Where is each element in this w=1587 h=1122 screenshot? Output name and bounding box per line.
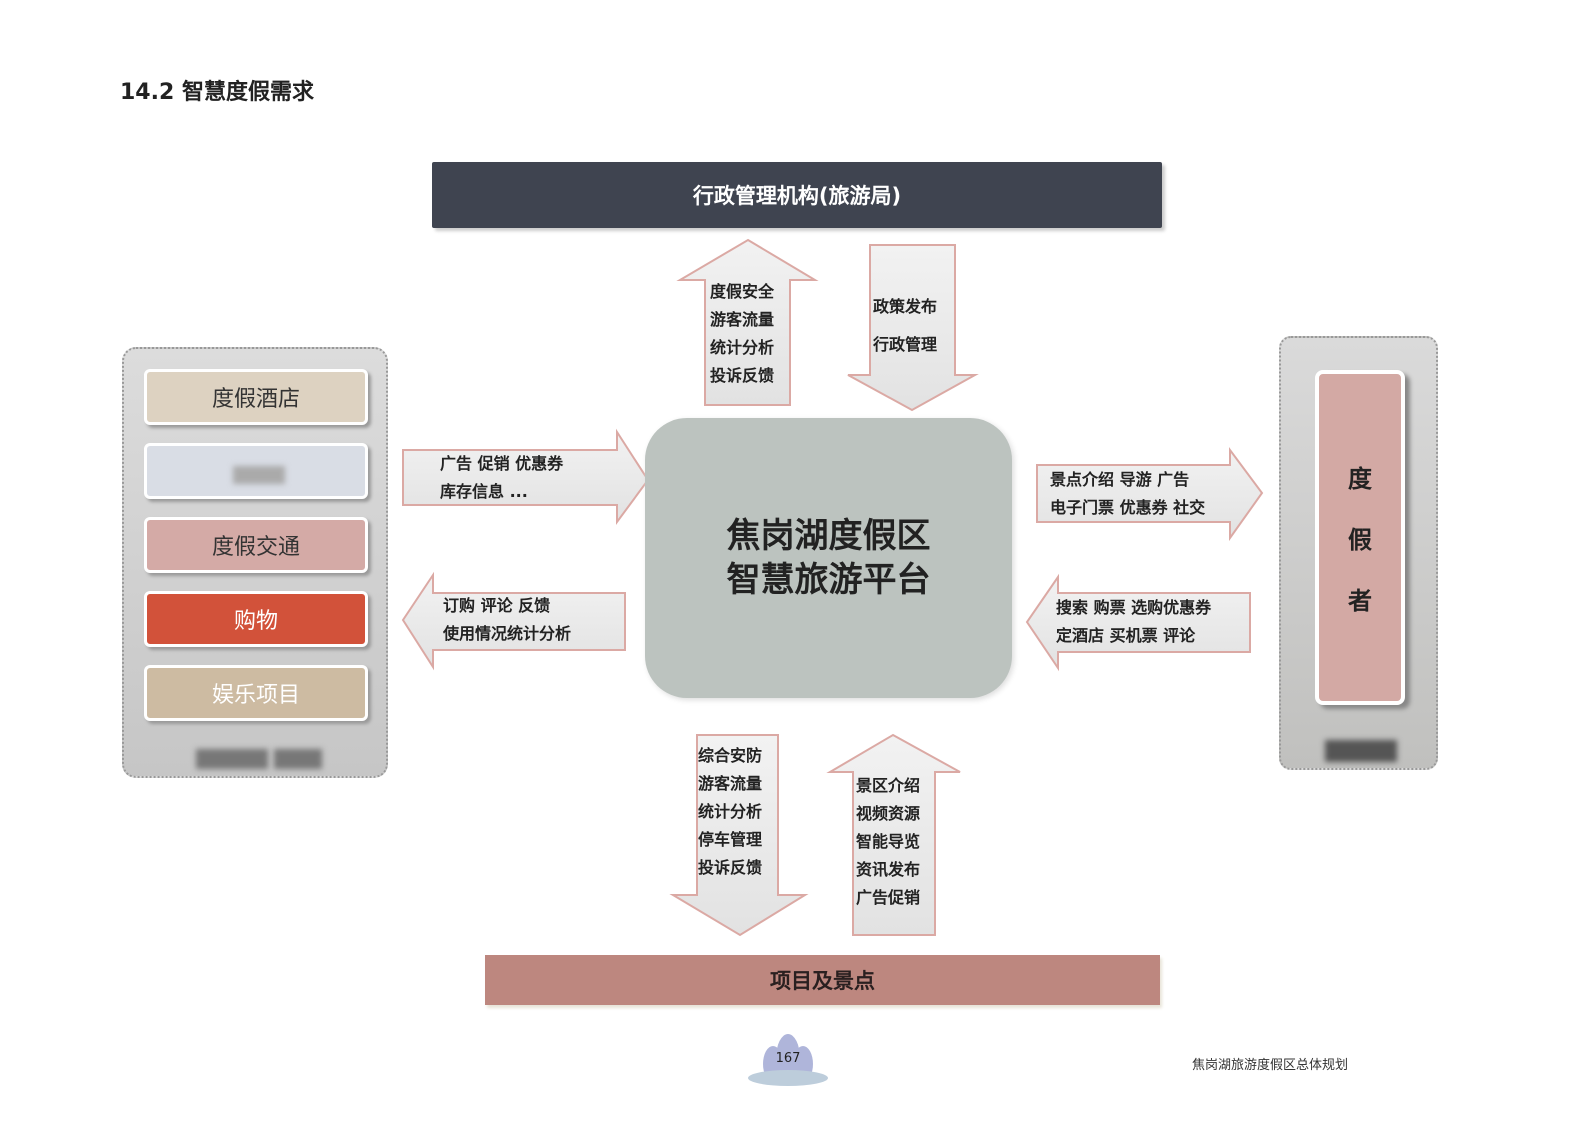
bottom-up-arrow-labels: 景区介绍 视频资源 智能导览 资讯发布 广告促销 xyxy=(856,772,920,912)
label: 使用情况统计分析 xyxy=(443,624,572,643)
left-in-arrow-labels: 广告 促销 优惠券 库存信息 ... xyxy=(440,450,563,506)
label: 综合安防 xyxy=(698,746,763,765)
top-down-arrow xyxy=(847,244,979,412)
vacationer-panel: 度 假 者 xyxy=(1279,336,1438,770)
label: 广告促销 xyxy=(856,888,921,907)
top-down-arrow-labels: 政策发布 行政管理 xyxy=(873,288,937,364)
label: 订购 评论 反馈 xyxy=(443,596,551,615)
left-out-arrow xyxy=(401,571,626,671)
platform-title-line1: 焦岗湖度假区 xyxy=(726,516,931,556)
label: 广告 促销 优惠券 xyxy=(440,454,564,473)
lotus-icon xyxy=(748,1034,828,1086)
top-up-arrow-labels: 度假安全 游客流量 统计分析 投诉反馈 xyxy=(710,278,774,390)
label: 度假安全 xyxy=(710,282,775,301)
label: 景点介绍 导游 广告 xyxy=(1050,470,1190,489)
label: 景区介绍 xyxy=(856,776,921,795)
blurred-caption xyxy=(1325,740,1397,762)
blurred-label xyxy=(233,466,285,484)
label: 资讯发布 xyxy=(856,860,921,879)
label: 投诉反馈 xyxy=(710,366,775,385)
vacationer-char: 假 xyxy=(1348,526,1372,554)
bottom-down-arrow xyxy=(669,734,809,937)
top-up-arrow xyxy=(676,238,819,406)
label: 行政管理 xyxy=(873,335,938,354)
label: 统计分析 xyxy=(710,338,775,357)
section-title: 14.2 智慧度假需求 xyxy=(120,80,314,105)
provider-hotel: 度假酒店 xyxy=(144,369,368,425)
label: 定酒店 买机票 评论 xyxy=(1056,626,1196,645)
left-in-arrow xyxy=(402,428,650,526)
smart-tourism-platform: 焦岗湖度假区 智慧旅游平台 xyxy=(645,418,1012,698)
right-in-arrow xyxy=(1025,573,1251,672)
providers-panel: 度假酒店 度假交通 购物 娱乐项目 xyxy=(122,347,388,778)
blurred-caption xyxy=(274,749,322,769)
label: 政策发布 xyxy=(873,297,938,316)
label: 视频资源 xyxy=(856,804,921,823)
provider-entertainment: 娱乐项目 xyxy=(144,665,368,721)
platform-title-line2: 智慧旅游平台 xyxy=(726,560,931,600)
left-out-arrow-labels: 订购 评论 反馈 使用情况统计分析 xyxy=(443,592,571,648)
label: 投诉反馈 xyxy=(698,858,763,877)
label: 智能导览 xyxy=(856,832,921,851)
vacationer-char: 度 xyxy=(1348,465,1372,493)
provider-shopping: 购物 xyxy=(144,591,368,647)
right-in-arrow-labels: 搜索 购票 选购优惠券 定酒店 买机票 评论 xyxy=(1056,594,1211,650)
vacationer-char: 者 xyxy=(1348,587,1372,615)
right-out-arrow-labels: 景点介绍 导游 广告 电子门票 优惠券 社交 xyxy=(1050,466,1205,522)
vacationer-box: 度 假 者 xyxy=(1315,370,1405,705)
label: 游客流量 xyxy=(698,774,763,793)
right-out-arrow xyxy=(1036,446,1264,542)
provider-transport: 度假交通 xyxy=(144,517,368,573)
projects-attractions-bar: 项目及景点 xyxy=(485,955,1160,1005)
label: 统计分析 xyxy=(698,802,763,821)
bottom-down-arrow-labels: 综合安防 游客流量 统计分析 停车管理 投诉反馈 xyxy=(698,742,762,882)
label: 停车管理 xyxy=(698,830,763,849)
bottom-up-arrow xyxy=(826,733,961,936)
document-title: 焦岗湖旅游度假区总体规划 xyxy=(1192,1058,1349,1073)
label: 游客流量 xyxy=(710,310,775,329)
label: 电子门票 优惠券 社交 xyxy=(1050,498,1206,517)
label: 库存信息 ... xyxy=(440,482,528,501)
blurred-caption xyxy=(196,749,268,769)
admin-agency-bar: 行政管理机构(旅游局) xyxy=(432,162,1162,228)
page-number: 167 xyxy=(775,1050,801,1066)
label: 搜索 购票 选购优惠券 xyxy=(1056,598,1212,617)
provider-blurred xyxy=(144,443,368,499)
